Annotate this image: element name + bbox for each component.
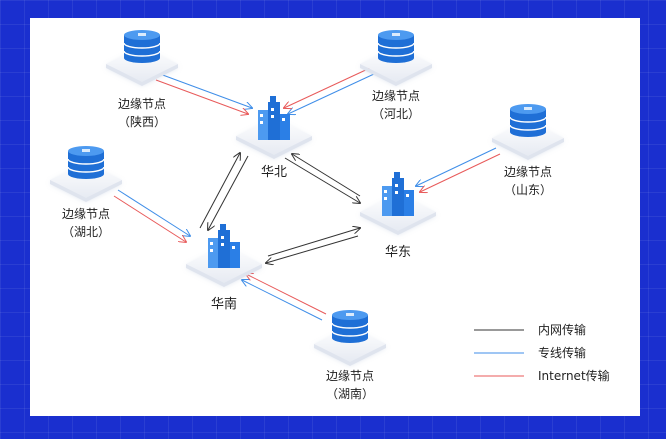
building-icon xyxy=(236,96,312,159)
line-hebei-dedicated xyxy=(288,73,375,114)
database-icon xyxy=(106,30,178,86)
line-hebei-internet xyxy=(284,67,371,108)
database-icon xyxy=(492,104,564,160)
region-label: 华南 xyxy=(211,296,237,312)
edge-node-name: 边缘节点 xyxy=(62,207,110,221)
database-icon xyxy=(50,146,122,202)
link-huabei-huanan xyxy=(208,155,249,230)
region-label: 华北 xyxy=(261,165,287,180)
edge-node-shaanxi: 边缘节点 （陕西） xyxy=(106,30,178,129)
edge-node-region: （湖北） xyxy=(62,224,110,239)
edge-node-region: （陕西） xyxy=(118,114,166,129)
building-icon xyxy=(186,224,262,287)
edge-node-name: 边缘节点 xyxy=(118,97,166,111)
region-huanan: 华南 xyxy=(186,224,262,312)
diagram-panel: 边缘节点 （陕西） 边缘节点 （河北） 边缘节点 （山东） 边缘节点 （湖北） … xyxy=(30,18,640,416)
link-huabei-huadong xyxy=(284,157,360,203)
edge-node-name: 边缘节点 xyxy=(326,369,374,383)
line-shandong-dedicated xyxy=(416,147,497,186)
legend-label-internal: 内网传输 xyxy=(538,322,586,337)
internal-links xyxy=(199,153,361,263)
database-icon xyxy=(360,30,432,86)
edge-node-hebei: 边缘节点 （河北） xyxy=(360,30,432,121)
edge-node-region: （湖南） xyxy=(326,386,374,401)
region-huadong: 华东 xyxy=(360,172,436,260)
network-diagram: 边缘节点 （陕西） 边缘节点 （河北） 边缘节点 （山东） 边缘节点 （湖北） … xyxy=(30,18,610,401)
link-huanan-huabei xyxy=(199,153,240,229)
edge-node-hubei: 边缘节点 （湖北） xyxy=(50,146,122,239)
edge-links xyxy=(113,67,501,321)
line-shaanxi-internet xyxy=(155,79,248,114)
edge-node-name: 边缘节点 xyxy=(372,89,420,103)
link-huanan-huadong xyxy=(267,228,360,257)
legend-label-internet: Internet传输 xyxy=(538,368,610,383)
line-hunan-internet xyxy=(246,274,327,315)
region-huabei: 华北 xyxy=(236,96,312,180)
line-hubei-internet xyxy=(113,195,186,242)
edge-node-region: （河北） xyxy=(372,107,420,121)
edge-node-region: （山东） xyxy=(504,183,552,197)
region-label: 华东 xyxy=(385,245,411,260)
line-shandong-internet xyxy=(420,153,501,192)
edge-node-hunan: 边缘节点 （湖南） xyxy=(314,310,386,401)
edge-node-name: 边缘节点 xyxy=(504,165,552,179)
link-huadong-huanan xyxy=(266,235,359,263)
link-huadong-huabei xyxy=(292,154,361,197)
database-icon xyxy=(314,310,386,366)
legend-label-dedicated: 专线传输 xyxy=(538,345,586,360)
edge-node-shandong: 边缘节点 （山东） xyxy=(492,104,564,197)
legend: 内网传输 专线传输 Internet传输 xyxy=(474,322,610,383)
line-shaanxi-dedicated xyxy=(159,73,252,108)
line-hubei-dedicated xyxy=(117,189,190,236)
line-hunan-dedicated xyxy=(242,280,323,321)
